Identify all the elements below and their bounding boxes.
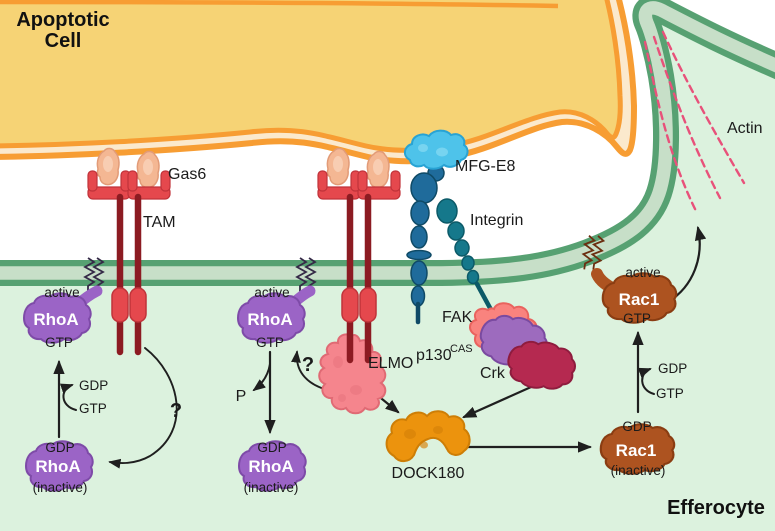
tam-transmembrane-domains	[341, 287, 377, 323]
elmo-rhoa-question-mark: ?	[302, 354, 314, 376]
apoptotic-cell-label-line1: Apoptotic	[16, 9, 109, 31]
efferocyte-cytoplasm	[0, 7, 775, 531]
tam-transmembrane-domains	[111, 287, 147, 323]
tam-stems	[346, 193, 372, 364]
efferocyte-membrane-inner	[0, 1, 775, 280]
rhoa1-gdp-released-label: GDP	[79, 378, 108, 393]
arrow-tam-to-rhoa-question	[108, 347, 178, 469]
rhoa2-active-label: active	[254, 285, 289, 300]
mfge8-label: MFG-E8	[455, 158, 516, 175]
actin-filament	[652, 35, 722, 200]
apoptotic-cell	[0, 0, 638, 165]
mfge8-texture	[418, 144, 448, 157]
rac1-inactive-name: Rac1	[616, 441, 657, 460]
tam-rhoa-question-mark: ?	[170, 400, 182, 422]
gas6-highlight	[333, 156, 343, 172]
gas6-label: Gas6	[168, 166, 206, 183]
gas6-highlight	[143, 159, 153, 175]
rac1-gtp-label: GTP	[623, 311, 651, 326]
rhoa1-gdp-label: GDP	[45, 440, 74, 455]
rac1-gtp-in-label: GTP	[656, 386, 684, 401]
dock180-label: DOCK180	[392, 465, 465, 482]
rac1-gdp-released-label: GDP	[658, 361, 687, 376]
rhoa2-name: RhoA	[247, 310, 292, 329]
dock180-texture	[404, 426, 443, 449]
tam-stems	[116, 193, 142, 356]
arrow-rac1-nucleotide-exchange	[637, 367, 655, 395]
rhoa1-inactive-name: RhoA	[35, 457, 80, 476]
rhoa1-gtp-label: GTP	[45, 335, 73, 350]
gas6-highlight	[103, 156, 113, 172]
rac1-branch	[591, 268, 678, 475]
dock180-protein	[385, 410, 471, 463]
pathway-arrows	[53, 225, 707, 469]
rhoa-elmo-branch	[237, 285, 316, 492]
gas6-highlight	[373, 159, 383, 175]
arrow-phosphate-release	[252, 363, 271, 392]
elmo-label: ELMO	[368, 355, 413, 372]
rhoa1-gtp-in-label: GTP	[79, 401, 107, 416]
rhoa1-active-label: active	[44, 285, 79, 300]
rac1-name: Rac1	[619, 290, 660, 309]
rhoa2-gdp-label: GDP	[257, 440, 286, 455]
apoptotic-top-membrane-line	[0, 0, 559, 9]
arrow-rhoa1-nucleotide-exchange	[59, 383, 77, 411]
rhoa2-gtp-label: GTP	[256, 335, 284, 350]
actin-filament	[661, 30, 746, 185]
mfge8-blob	[404, 129, 469, 170]
phosphate-label: P	[236, 388, 247, 405]
mfge8-integrin-complex	[404, 129, 505, 333]
fak-label: FAK	[442, 309, 473, 326]
elmo-texture	[333, 356, 362, 402]
actin-filaments	[643, 30, 746, 215]
rac1-gdp-label: GDP	[622, 419, 651, 434]
rhoa2-inactive-name: RhoA	[248, 457, 293, 476]
fak-p130-crk-complex	[469, 302, 580, 397]
actin-filament	[643, 40, 699, 215]
rhoa-tam-branch	[23, 285, 103, 492]
rhoa1-inactive-label: (inactive)	[33, 480, 88, 495]
rac1-active-label: active	[625, 265, 660, 280]
p130cas-superscript: CAS	[450, 343, 473, 355]
tam-receptor-2	[317, 147, 401, 364]
crk-label: Crk	[480, 365, 506, 382]
actin-label: Actin	[727, 120, 763, 137]
integrin-alpha-leg	[406, 172, 438, 325]
efferocyte-label: Efferocyte	[667, 497, 765, 519]
rac1-inactive-label: (inactive)	[611, 463, 666, 478]
rhoa2-inactive-label: (inactive)	[244, 480, 299, 495]
arrow-crk-to-dock180	[462, 381, 542, 419]
p130cas-label: p130	[416, 347, 452, 364]
tam-receptor-1	[87, 147, 171, 356]
integrin-label: Integrin	[470, 212, 523, 229]
apoptotic-cytoplasm	[0, 0, 623, 153]
tam-label: TAM	[143, 214, 176, 231]
labels: Apoptotic Cell Efferocyte Gas6 TAM MFG-E…	[16, 9, 765, 519]
rhoa1-name: RhoA	[33, 310, 78, 329]
apoptotic-cell-label-line2: Cell	[45, 30, 82, 52]
